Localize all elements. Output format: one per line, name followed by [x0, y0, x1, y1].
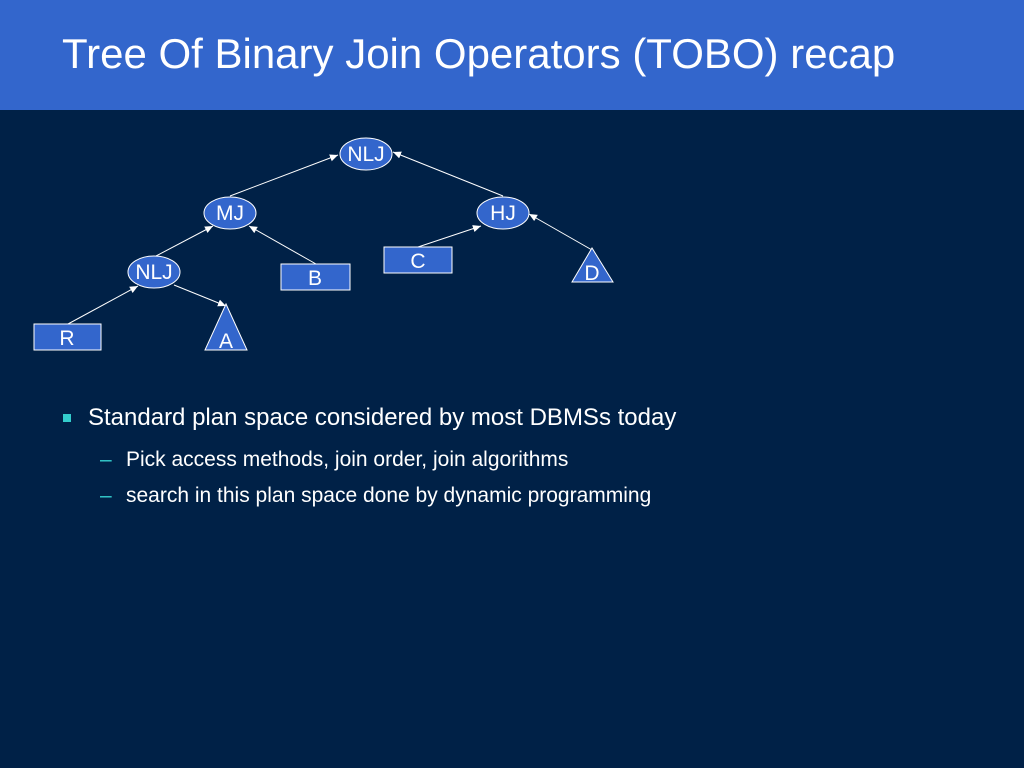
- node-root-nlj: NLJ: [339, 137, 393, 171]
- leaf-b: B: [280, 263, 351, 291]
- edge-b-to-mj: [248, 225, 317, 265]
- sub-bullet-dash-icon: –: [100, 448, 112, 471]
- bullet-main-text: Standard plan space considered by most D…: [88, 404, 677, 431]
- edge-mj-to-root: [229, 154, 339, 197]
- leaf-b-label: B: [308, 267, 322, 290]
- edge-nlj2-to-mj: [155, 225, 214, 257]
- node-hj-label: HJ: [490, 202, 516, 225]
- node-nlj2: NLJ: [127, 255, 181, 289]
- edge-r-to-nlj2: [67, 285, 139, 325]
- leaf-r: R: [33, 323, 102, 351]
- sub-bullet-dash-icon: –: [100, 484, 112, 507]
- leaf-d-label: D: [584, 262, 599, 285]
- node-hj: HJ: [476, 196, 530, 230]
- edge-c-to-hj: [417, 225, 482, 248]
- leaf-c-label: C: [410, 250, 425, 273]
- leaf-r-label: R: [59, 327, 74, 350]
- edge-d-to-hj: [528, 213, 593, 251]
- leaf-c: C: [383, 246, 453, 274]
- leaf-a-label: A: [219, 330, 233, 353]
- edge-hj-to-root: [392, 151, 504, 197]
- sub-bullet-2-text: search in this plan space done by dynami…: [126, 484, 652, 507]
- title-bar: Tree Of Binary Join Operators (TOBO) rec…: [0, 0, 1024, 110]
- sub-bullet-1-text: Pick access methods, join order, join al…: [126, 448, 569, 471]
- leaf-a: A: [204, 302, 248, 353]
- node-root-label: NLJ: [347, 143, 384, 166]
- slide-title: Tree Of Binary Join Operators (TOBO) rec…: [62, 30, 896, 77]
- node-mj: MJ: [203, 196, 257, 230]
- node-mj-label: MJ: [216, 202, 244, 225]
- node-nlj2-label: NLJ: [135, 261, 172, 284]
- bullet-square-icon: [63, 414, 71, 422]
- leaf-d: D: [571, 247, 614, 285]
- edge-a-to-nlj2: [173, 284, 227, 307]
